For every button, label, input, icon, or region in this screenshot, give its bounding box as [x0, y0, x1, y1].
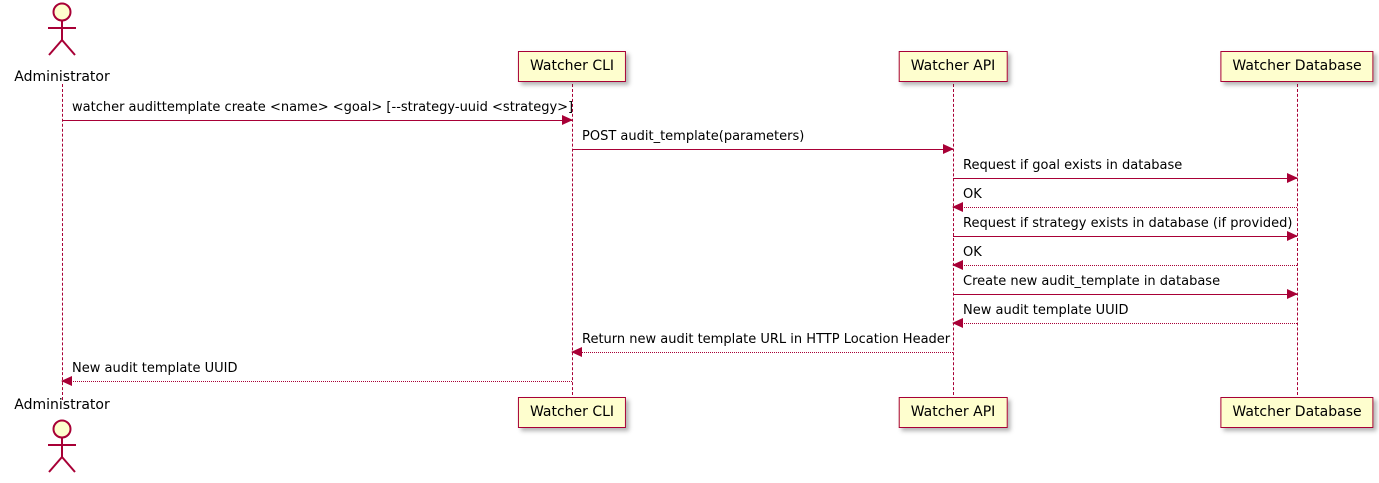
- actor-administrator-bottom: [40, 419, 84, 475]
- message-line-5: [953, 236, 1297, 237]
- participant-box-watcher-api-top[interactable]: Watcher API: [898, 51, 1008, 82]
- participant-box-watcher-database-top[interactable]: Watcher Database: [1220, 51, 1374, 82]
- message-label-1: watcher audittemplate create <name> <goa…: [72, 99, 574, 115]
- message-label-4: OK: [963, 186, 982, 202]
- lifeline-administrator: [62, 84, 63, 400]
- message-label-7: Create new audit_template in database: [963, 273, 1221, 289]
- message-line-2: [572, 149, 953, 150]
- participant-box-watcher-cli-bottom[interactable]: Watcher CLI: [517, 397, 627, 428]
- arrowhead-right-2: [943, 144, 954, 154]
- message-line-7: [953, 294, 1297, 295]
- arrowhead-left-6: [952, 260, 963, 270]
- message-line-9: [572, 352, 953, 353]
- lifeline-watcher-database: [1297, 84, 1298, 400]
- message-label-5: Request if strategy exists in database (…: [963, 215, 1293, 231]
- message-line-3: [953, 178, 1297, 179]
- message-label-3: Request if goal exists in database: [963, 157, 1183, 173]
- arrowhead-left-4: [952, 202, 963, 212]
- actor-label-administrator-bottom: Administrator: [14, 397, 110, 413]
- participant-box-watcher-api-bottom[interactable]: Watcher API: [898, 397, 1008, 428]
- message-line-10: [62, 381, 572, 382]
- arrowhead-right-3: [1287, 173, 1298, 183]
- participant-box-watcher-cli-top[interactable]: Watcher CLI: [517, 51, 627, 82]
- message-label-2: POST audit_template(parameters): [582, 128, 805, 144]
- participant-box-watcher-database-bottom[interactable]: Watcher Database: [1220, 397, 1374, 428]
- arrowhead-left-9: [571, 347, 582, 357]
- message-label-6: OK: [963, 244, 982, 260]
- message-line-6: [953, 265, 1297, 266]
- actor-label-administrator-top: Administrator: [14, 69, 110, 85]
- lifeline-watcher-cli: [572, 84, 573, 400]
- arrowhead-left-8: [952, 318, 963, 328]
- arrowhead-right-1: [562, 115, 573, 125]
- message-label-10: New audit template UUID: [72, 360, 238, 376]
- message-label-8: New audit template UUID: [963, 302, 1129, 318]
- actor-administrator-top: [40, 2, 84, 58]
- arrowhead-left-10: [61, 376, 72, 386]
- message-line-8: [953, 323, 1297, 324]
- arrowhead-right-7: [1287, 289, 1298, 299]
- arrowhead-right-5: [1287, 231, 1298, 241]
- message-line-1: [62, 120, 572, 121]
- message-line-4: [953, 207, 1297, 208]
- message-label-9: Return new audit template URL in HTTP Lo…: [582, 331, 951, 347]
- lifeline-watcher-api: [953, 84, 954, 400]
